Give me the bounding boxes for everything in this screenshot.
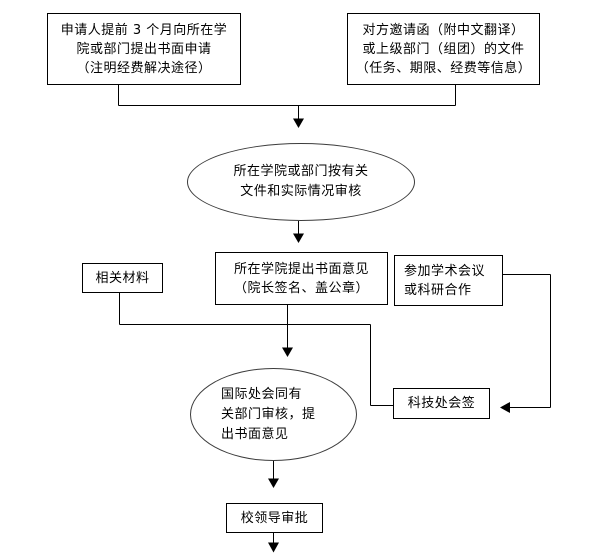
connector-review-to-approval: [268, 461, 279, 488]
arrowhead-to-college-opinion: [293, 233, 304, 243]
node-department-review: 所在学院或部门按有关 文件和实际情况审核: [187, 143, 415, 221]
node-university-leader-approval: 校领导审批: [226, 503, 323, 533]
arrowhead-to-international-review: [282, 347, 293, 357]
node-sci-tech-office-countersign: 科技处会签: [393, 388, 490, 419]
node-conference-or-research-label: 参加学术会议 或科研合作: [404, 263, 486, 298]
node-applicant-request: 申请人提前 3 个月向所在学 院或部门提出书面申请 （注明经费解决途径）: [47, 13, 241, 85]
node-department-review-label: 所在学院或部门按有关 文件和实际情况审核: [233, 164, 369, 199]
node-conference-or-research: 参加学术会议 或科研合作: [394, 255, 503, 306]
arrowhead-to-countersign: [500, 402, 510, 413]
arrowhead-to-department-review: [293, 118, 304, 128]
node-sci-tech-office-countersign-label: 科技处会签: [407, 396, 476, 411]
connector-top-junction: [118, 85, 456, 128]
node-invitation-documents: 对方邀请函（附中文翻译） 或上级部门（组团）的文件 （任务、期限、经费等信息）: [347, 13, 540, 85]
node-related-materials: 相关材料: [82, 263, 163, 293]
node-international-office-review-label: 国际处会同有 关部门审核，提 出书面意见: [221, 386, 316, 442]
arrowhead-to-leader-approval: [268, 478, 279, 488]
node-applicant-request-label: 申请人提前 3 个月向所在学 院或部门提出书面申请 （注明经费解决途径）: [60, 22, 228, 76]
connector-approval-continues: [268, 533, 279, 553]
arrowhead-continue-down: [268, 542, 279, 553]
node-international-office-review: 国际处会同有 关部门审核，提 出书面意见: [190, 368, 357, 461]
node-university-leader-approval-label: 校领导审批: [240, 510, 309, 526]
node-invitation-documents-label: 对方邀请函（附中文翻译） 或上级部门（组团）的文件 （任务、期限、经费等信息）: [355, 22, 532, 76]
node-related-materials-label: 相关材料: [95, 270, 150, 286]
connector-conference-to-countersign: [500, 274, 551, 413]
connector-middle-junction: [119, 293, 394, 406]
node-college-written-opinion: 所在学院提出书面意见 （院长签名、盖公章）: [215, 252, 388, 305]
connector-review-to-opinion: [293, 221, 304, 243]
node-college-written-opinion-label: 所在学院提出书面意见 （院长签名、盖公章）: [233, 261, 369, 296]
